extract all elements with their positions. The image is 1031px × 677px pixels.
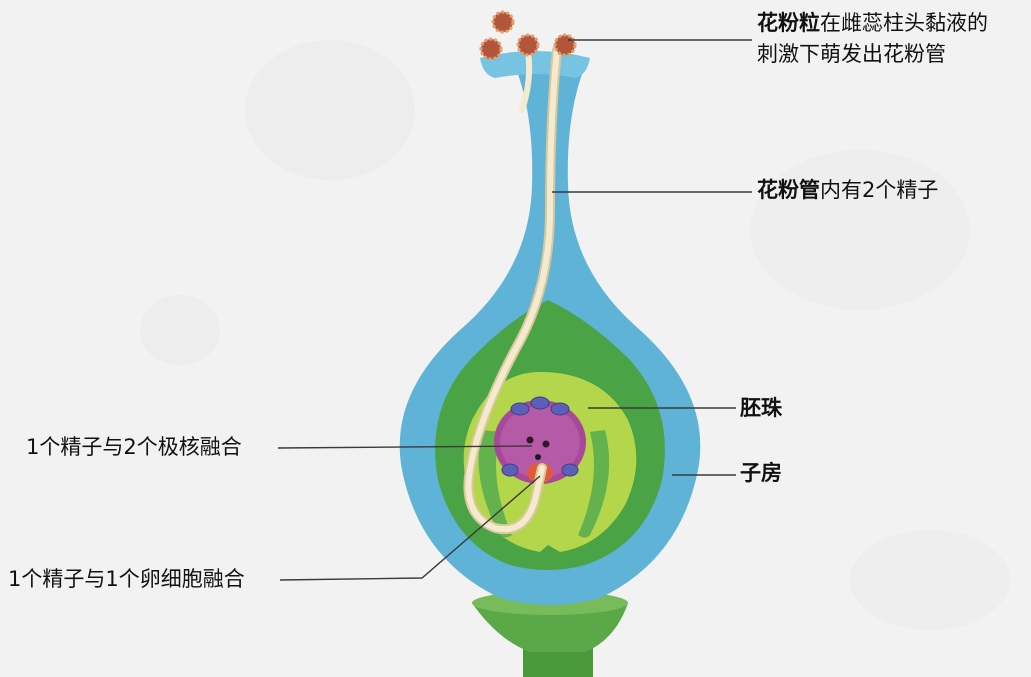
label-sperm-polar-nuclei: 1个精子与2个极核融合 (26, 432, 242, 463)
label-pollen-grain-bold: 花粉粒 (757, 11, 820, 35)
label-ovule: 胚珠 (740, 393, 782, 424)
label-ovary-text: 子房 (740, 461, 782, 485)
label-pollen-grain-line2: 刺激下萌发出花粉管 (757, 39, 988, 70)
label-ovary: 子房 (740, 458, 782, 489)
label-pollen-grain-text: 在雌蕊柱头黏液的 (820, 11, 988, 35)
label-pollen-tube: 花粉管内有2个精子 (757, 175, 938, 206)
label-pollen-grain: 花粉粒在雌蕊柱头黏液的 刺激下萌发出花粉管 (757, 8, 988, 70)
label-pollen-tube-text: 内有2个精子 (820, 178, 938, 202)
pollen-grains (481, 12, 575, 59)
label-pollen-tube-bold: 花粉管 (757, 178, 820, 202)
label-ovule-text: 胚珠 (740, 396, 782, 420)
label-sperm-egg-cell: 1个精子与1个卵细胞融合 (8, 564, 245, 595)
